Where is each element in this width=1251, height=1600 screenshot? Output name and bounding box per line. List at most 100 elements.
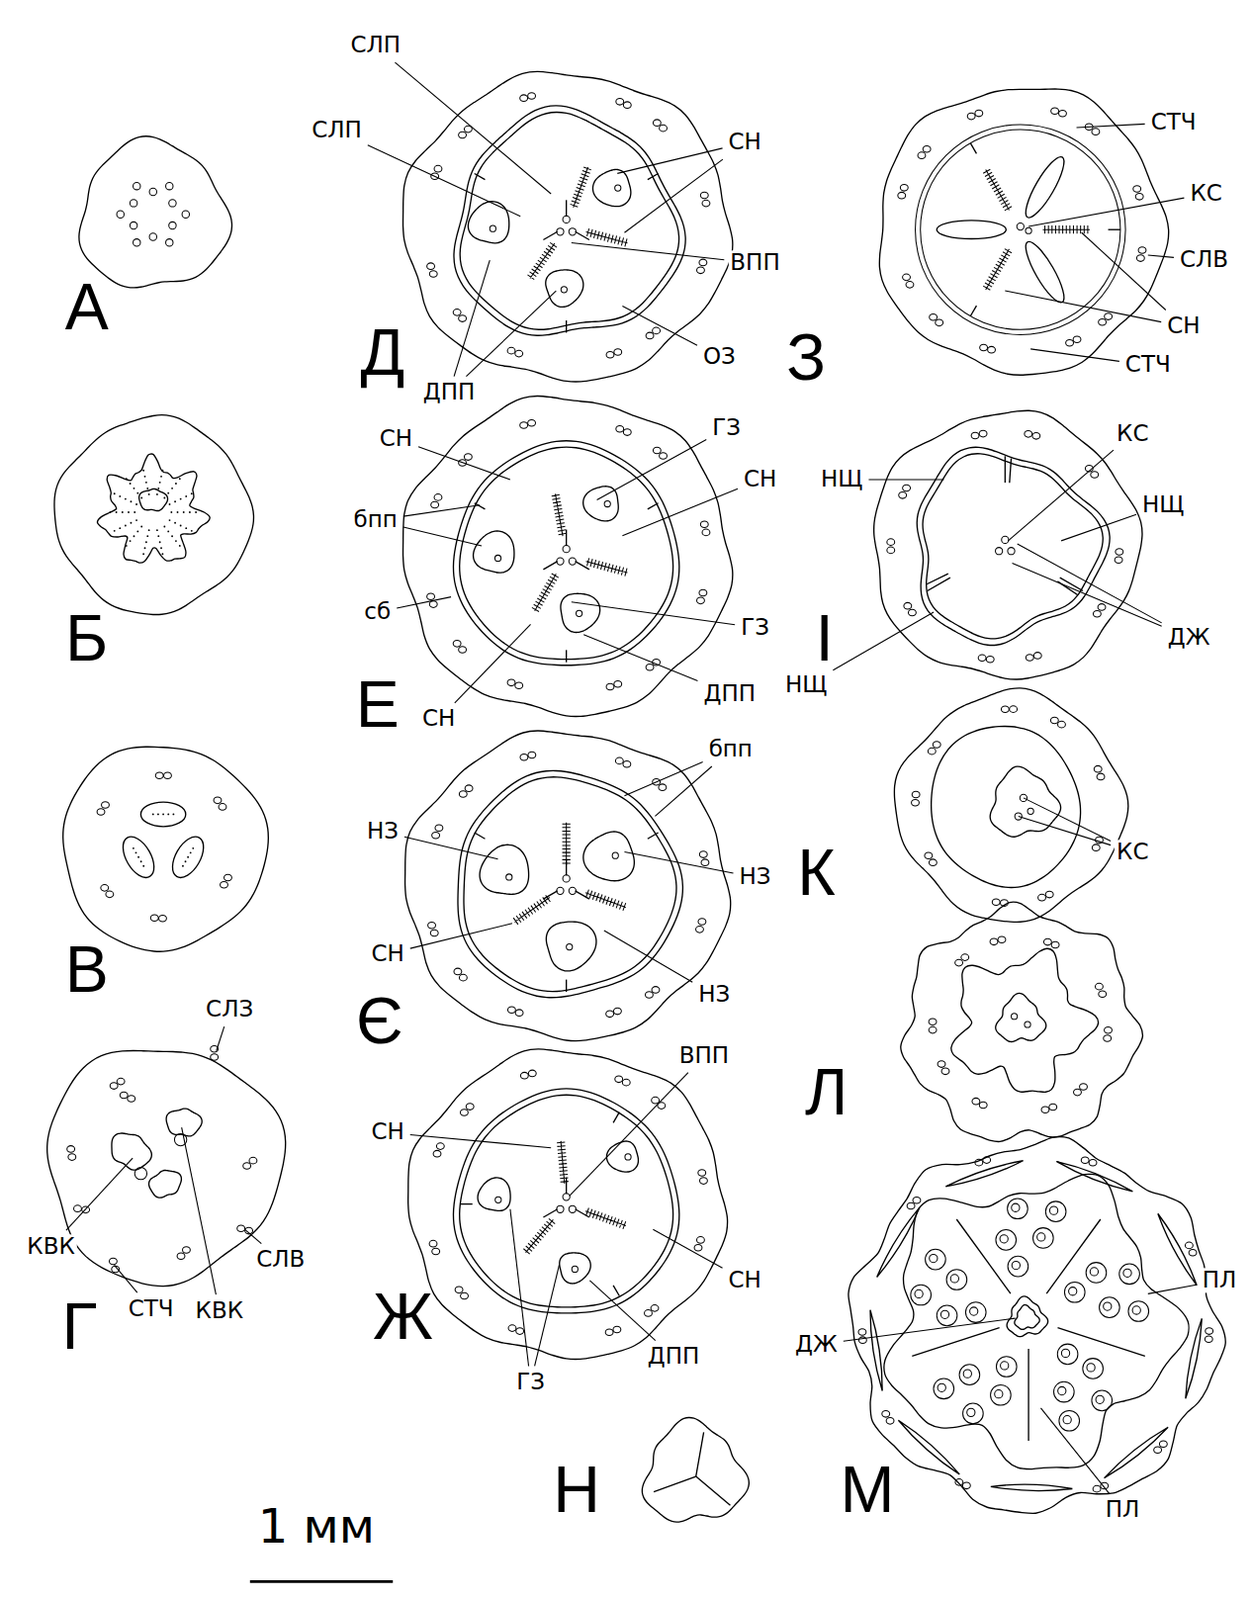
vascular-bundle bbox=[109, 1082, 118, 1090]
septum bbox=[562, 822, 571, 866]
vascular-bundle bbox=[1072, 336, 1081, 344]
vascular-bundle bbox=[1066, 339, 1074, 347]
vascular-bundle bbox=[697, 1237, 706, 1245]
ovule-core bbox=[1123, 1268, 1132, 1277]
vascular-bundle bbox=[645, 991, 654, 999]
leader-line bbox=[418, 446, 511, 480]
dot bbox=[142, 469, 145, 472]
leader-line bbox=[832, 612, 934, 671]
vascular-bundle bbox=[1103, 1035, 1112, 1043]
septum bbox=[527, 242, 557, 279]
dot bbox=[145, 481, 148, 484]
dot bbox=[146, 535, 149, 537]
vascular-bundle bbox=[429, 1240, 438, 1248]
part-label: СН bbox=[368, 1120, 406, 1146]
vascular-bundle bbox=[941, 1068, 950, 1075]
inner-wall bbox=[922, 453, 1103, 639]
vascular-bundle bbox=[989, 938, 998, 946]
vascular-bundle bbox=[458, 974, 467, 982]
locule bbox=[592, 169, 630, 206]
vascular-bundle bbox=[645, 663, 654, 671]
ovule-core bbox=[929, 1253, 938, 1262]
part-label: СН bbox=[1164, 314, 1202, 340]
vascular-bundle bbox=[605, 1329, 614, 1337]
tissue-outline bbox=[54, 415, 254, 616]
ovule-core bbox=[967, 1408, 976, 1417]
vascular-bundle bbox=[975, 109, 983, 117]
vascular-bundle bbox=[696, 926, 705, 934]
dot bbox=[148, 529, 151, 532]
part-label: СТЧ bbox=[126, 1296, 177, 1322]
leader-line bbox=[1040, 1408, 1109, 1495]
part-label: СТЧ bbox=[1123, 353, 1173, 378]
leader-line bbox=[114, 1264, 138, 1293]
leader-line bbox=[181, 1127, 217, 1295]
suture bbox=[696, 1476, 731, 1506]
vascular-bundle bbox=[452, 309, 461, 317]
inner-wall bbox=[920, 129, 1121, 330]
dot bbox=[194, 511, 197, 514]
panel-letter: Б bbox=[65, 605, 108, 671]
vascular-bundle bbox=[96, 808, 105, 816]
vascular-bundle bbox=[932, 741, 941, 749]
central-bundle bbox=[556, 228, 564, 236]
vascular-bundle bbox=[164, 772, 173, 780]
leader-line bbox=[410, 923, 513, 949]
vascular-bundle bbox=[902, 484, 911, 492]
ovule bbox=[615, 184, 622, 191]
leader-line bbox=[868, 478, 944, 480]
ovule bbox=[936, 1305, 958, 1327]
ovule bbox=[1033, 1228, 1055, 1250]
dot bbox=[148, 493, 151, 496]
leader-line bbox=[1148, 1284, 1197, 1294]
panel-letter: К bbox=[797, 839, 835, 905]
locule bbox=[545, 921, 597, 972]
dot bbox=[135, 503, 138, 506]
dot bbox=[135, 519, 138, 522]
vascular-bundle bbox=[645, 332, 654, 340]
panel-letter: З bbox=[786, 324, 826, 390]
leader-line bbox=[1076, 123, 1146, 128]
tissue-outline bbox=[47, 1051, 286, 1287]
ovule bbox=[612, 852, 619, 859]
vascular-bundle bbox=[177, 1252, 185, 1260]
dot bbox=[160, 546, 163, 549]
vascular-bundle bbox=[699, 259, 708, 267]
vascular-bundle bbox=[528, 419, 537, 427]
vascular-bundle bbox=[1038, 893, 1047, 901]
septum bbox=[570, 167, 592, 208]
vascular-bundle bbox=[659, 452, 668, 460]
leader-line bbox=[843, 1318, 1016, 1341]
ovule bbox=[1128, 1301, 1150, 1323]
septum bbox=[911, 1328, 999, 1357]
ovule bbox=[604, 500, 611, 507]
perianth-lobe bbox=[1055, 1159, 1134, 1195]
vascular-bundle bbox=[159, 915, 168, 923]
perianth-lobe bbox=[1155, 1212, 1200, 1287]
vascular-bundle bbox=[985, 655, 994, 663]
dot bbox=[156, 529, 159, 532]
vascular-bundle bbox=[458, 791, 467, 799]
bundle-group bbox=[116, 831, 161, 884]
vascular-bundle bbox=[622, 1078, 630, 1086]
vascular-bundle bbox=[699, 851, 708, 859]
vascular-bundle bbox=[454, 1286, 463, 1294]
leader-line bbox=[404, 836, 499, 860]
dot bbox=[184, 495, 187, 498]
dot bbox=[142, 552, 145, 555]
dot bbox=[188, 511, 191, 514]
ovule bbox=[571, 1265, 578, 1272]
bundle-group bbox=[166, 1108, 202, 1137]
slit bbox=[1004, 455, 1006, 483]
ovule-core bbox=[1049, 1206, 1058, 1215]
vascular-bundle bbox=[528, 92, 537, 100]
ovule-core bbox=[940, 1310, 949, 1319]
dot bbox=[161, 552, 164, 555]
dot bbox=[163, 526, 166, 529]
suture bbox=[542, 891, 557, 899]
vascular-bundle bbox=[1049, 1103, 1058, 1111]
bundle-group bbox=[111, 1133, 152, 1170]
dot bbox=[156, 493, 159, 496]
panel-letter: Г bbox=[62, 1293, 98, 1359]
